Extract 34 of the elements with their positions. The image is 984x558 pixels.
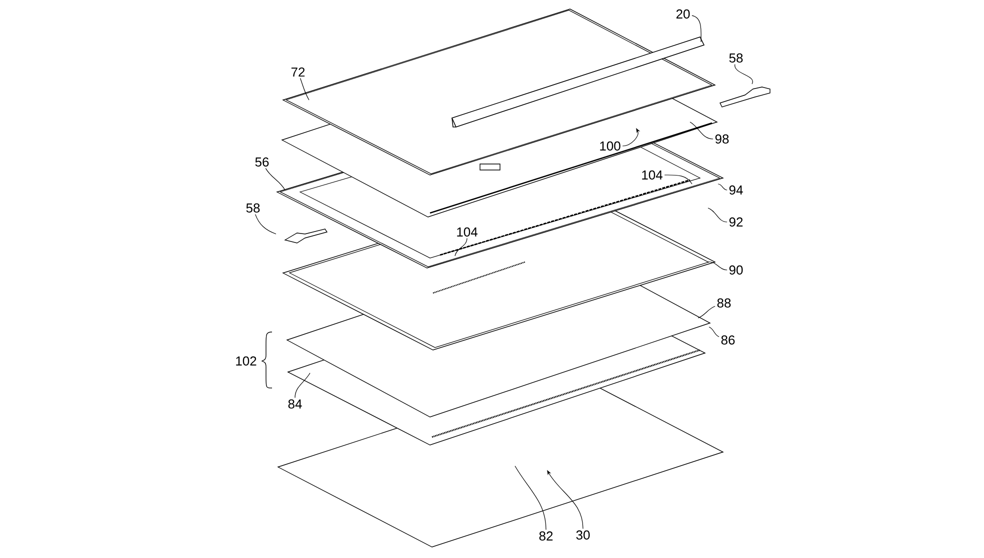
callout-number: 56 bbox=[255, 157, 269, 167]
leader-line bbox=[294, 372, 310, 398]
callout-number: 84 bbox=[288, 399, 302, 409]
callout-number: 98 bbox=[715, 134, 729, 144]
leader-line bbox=[708, 326, 720, 338]
leader-line bbox=[255, 214, 276, 234]
leader-line bbox=[708, 262, 728, 270]
callout-number: 82 bbox=[539, 531, 553, 541]
leader-line bbox=[692, 15, 702, 42]
leader-line bbox=[718, 184, 728, 190]
callout-number: 104 bbox=[457, 227, 478, 237]
callout-number: 92 bbox=[729, 217, 743, 227]
callout-number: 58 bbox=[729, 53, 743, 63]
leader-line bbox=[547, 470, 584, 529]
leader-line bbox=[734, 64, 753, 84]
callout-number: 90 bbox=[729, 265, 743, 275]
leader-line bbox=[690, 122, 714, 140]
callout-number: 104 bbox=[642, 170, 662, 180]
leader-line bbox=[708, 208, 728, 222]
callout-number: 94 bbox=[729, 185, 743, 195]
leader-line bbox=[454, 238, 468, 256]
leader-line bbox=[664, 174, 692, 184]
leader-line bbox=[698, 306, 716, 318]
callout-number: 86 bbox=[721, 335, 735, 345]
leader-line bbox=[265, 168, 286, 190]
callout-number: 20 bbox=[676, 9, 690, 19]
callout-number: 72 bbox=[291, 67, 305, 77]
callout-number: 88 bbox=[717, 298, 731, 308]
callout-number: 30 bbox=[576, 530, 590, 540]
callout-number: 58 bbox=[246, 203, 260, 213]
callout-number: 102 bbox=[236, 356, 256, 366]
callout-number: 100 bbox=[600, 141, 620, 151]
leader-line bbox=[300, 78, 310, 100]
leader-line bbox=[514, 466, 546, 530]
